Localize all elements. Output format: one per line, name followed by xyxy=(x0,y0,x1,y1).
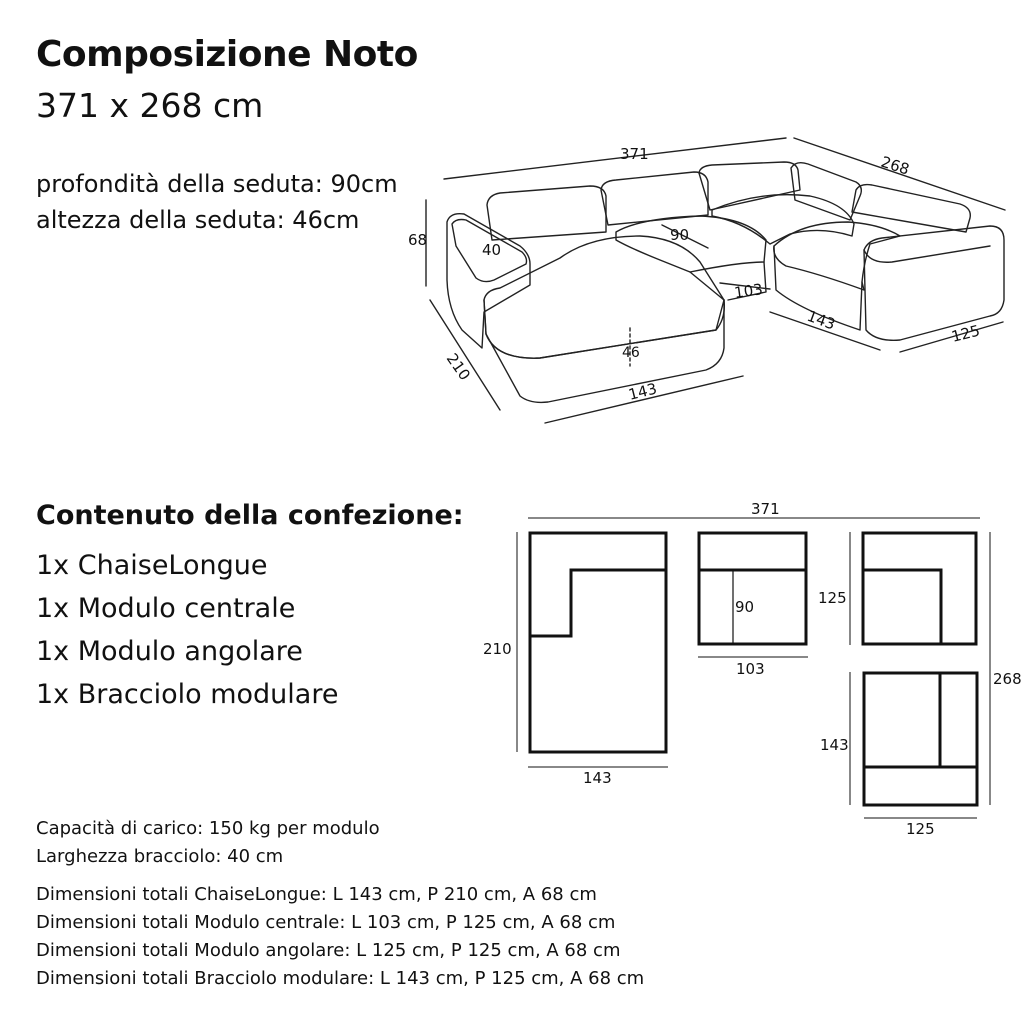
plan-arm-depth-label: 143 xyxy=(820,736,849,754)
dim-line-end xyxy=(899,321,1004,353)
iso-seat-depth-label: 90 xyxy=(670,226,689,244)
iso-middle-label: 103 xyxy=(733,280,764,302)
seat-height-spec: altezza della seduta: 46cm xyxy=(36,206,360,234)
package-item: 1x Modulo angolare xyxy=(36,636,303,667)
iso-corner-label: 143 xyxy=(805,307,838,334)
page-title: Composizione Noto xyxy=(36,34,418,75)
plan-chaise-width-label: 143 xyxy=(583,769,612,787)
plan-total-width-label: 371 xyxy=(751,500,780,518)
arm-width-note: Larghezza bracciolo: 40 cm xyxy=(36,846,284,867)
iso-seat-height-label: 46 xyxy=(622,345,640,361)
plan-chaise-depth-label: 210 xyxy=(483,640,512,658)
plan-corner-module xyxy=(861,531,978,646)
iso-depth-label: 268 xyxy=(879,153,912,179)
middle-seat xyxy=(615,215,767,273)
dimension-line: Dimensioni totali Bracciolo modulare: L … xyxy=(36,968,645,989)
package-heading: Contenuto della confezione: xyxy=(36,500,464,531)
iso-height-label: 68 xyxy=(408,231,427,249)
left-arm-top xyxy=(451,218,528,283)
iso-arm-label: 40 xyxy=(482,241,501,259)
corner-seat xyxy=(711,193,855,245)
end-seat-front xyxy=(773,245,863,331)
back-cushion-2 xyxy=(600,171,709,226)
dim-line-width xyxy=(443,137,787,180)
package-item: 1x Modulo centrale xyxy=(36,593,296,624)
package-item: 1x ChaiseLongue xyxy=(36,550,268,581)
iso-chaise-width-label: 143 xyxy=(627,379,659,403)
back-cushion-end xyxy=(851,183,971,233)
dim-line-chaise-depth xyxy=(429,299,501,411)
chaise-seat xyxy=(483,235,726,359)
iso-width-label: 371 xyxy=(620,145,649,163)
plan-centre-module xyxy=(697,531,808,646)
modules-plan-drawing: 371 210 143 90 103 125 268 143 125 xyxy=(483,500,1022,838)
chaise-seat-edge xyxy=(483,299,725,359)
plan-chaise-module xyxy=(528,531,668,754)
plan-centre-seat-label: 90 xyxy=(735,598,754,616)
sofa-isometric-drawing: 371 268 68 210 143 40 90 46 103 143 125 xyxy=(408,137,1006,424)
left-arm xyxy=(446,212,531,349)
overall-size: 371 x 268 cm xyxy=(36,86,264,125)
plan-arm-width-label: 125 xyxy=(906,820,935,838)
back-cushion-corner xyxy=(790,161,863,221)
dimension-line: Dimensioni totali Modulo centrale: L 103… xyxy=(36,912,616,933)
seat-depth-spec: profondità della seduta: 90cm xyxy=(36,170,398,198)
back-cushion-3 xyxy=(698,161,801,211)
back-cushion-1 xyxy=(486,185,607,241)
dim-line-middle xyxy=(719,282,771,290)
plan-corner-depth-label: 125 xyxy=(818,589,847,607)
package-item: 1x Bracciolo modulare xyxy=(36,679,339,710)
plan-arm-module xyxy=(862,671,979,807)
seat-depth-marker xyxy=(661,224,709,249)
right-arm xyxy=(863,225,1005,341)
dim-line-chaise-width xyxy=(544,375,744,424)
chaise-base xyxy=(485,299,725,404)
dimension-line: Dimensioni totali ChaiseLongue: L 143 cm… xyxy=(36,884,597,905)
iso-chaise-depth-label: 210 xyxy=(443,350,474,384)
dimension-line: Dimensioni totali Modulo angolare: L 125… xyxy=(36,940,621,961)
dim-line-depth xyxy=(793,137,1006,211)
dim-line-corner xyxy=(769,311,881,351)
plan-total-depth-label: 268 xyxy=(993,670,1022,688)
plan-centre-width-label: 103 xyxy=(736,660,765,678)
load-capacity-note: Capacità di carico: 150 kg per modulo xyxy=(36,818,380,839)
